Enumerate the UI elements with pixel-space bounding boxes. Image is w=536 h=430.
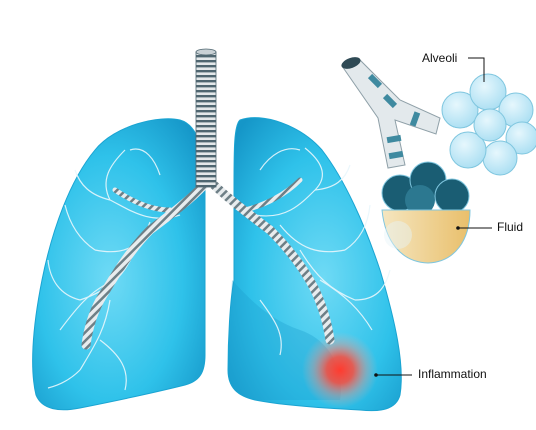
inflammation-label: Inflammation — [418, 367, 487, 381]
fluid-alveoli-cluster — [382, 162, 470, 263]
healthy-alveoli-cluster — [442, 74, 536, 175]
fluid-label: Fluid — [497, 220, 523, 234]
trachea — [196, 52, 216, 187]
trachea-top — [196, 49, 216, 55]
inflammation-spot — [302, 332, 378, 408]
alveoli-label: Alveoli — [422, 51, 457, 65]
inset-bronchiole — [342, 60, 440, 168]
